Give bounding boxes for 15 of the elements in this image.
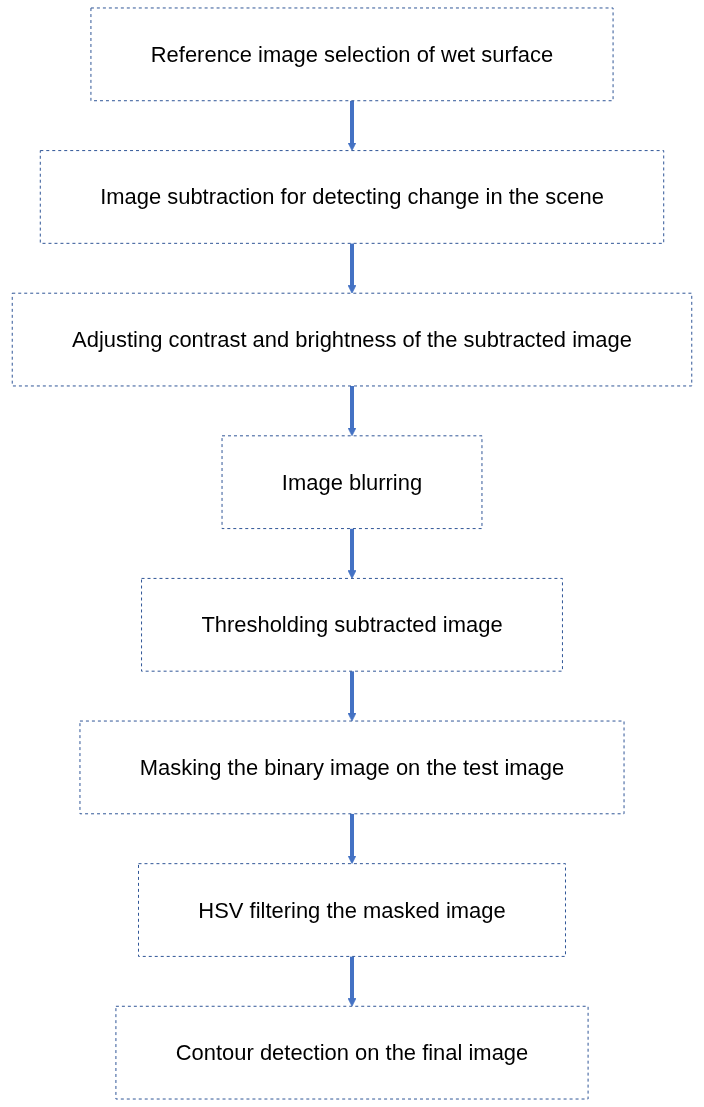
arrow [347, 528, 357, 579]
node-box: Image subtraction for detecting change in the scene [39, 150, 665, 244]
node-box: Adjusting contrast and brightness of the subtracted image [11, 292, 693, 387]
node-box: Reference image selection of wet surface [90, 7, 614, 102]
node-box: Contour detection on the final image [115, 1005, 589, 1100]
arrow [347, 243, 357, 294]
node-box: Masking the binary image on the test image [79, 720, 625, 815]
node-box: Image blurring [221, 435, 483, 530]
arrow [347, 813, 357, 865]
arrow [347, 671, 357, 722]
node-box: HSV filtering the masked image [138, 863, 566, 957]
arrow [347, 385, 357, 437]
arrow [347, 956, 357, 1007]
arrow [347, 100, 357, 151]
node-box: Thresholding subtracted image [141, 577, 563, 672]
